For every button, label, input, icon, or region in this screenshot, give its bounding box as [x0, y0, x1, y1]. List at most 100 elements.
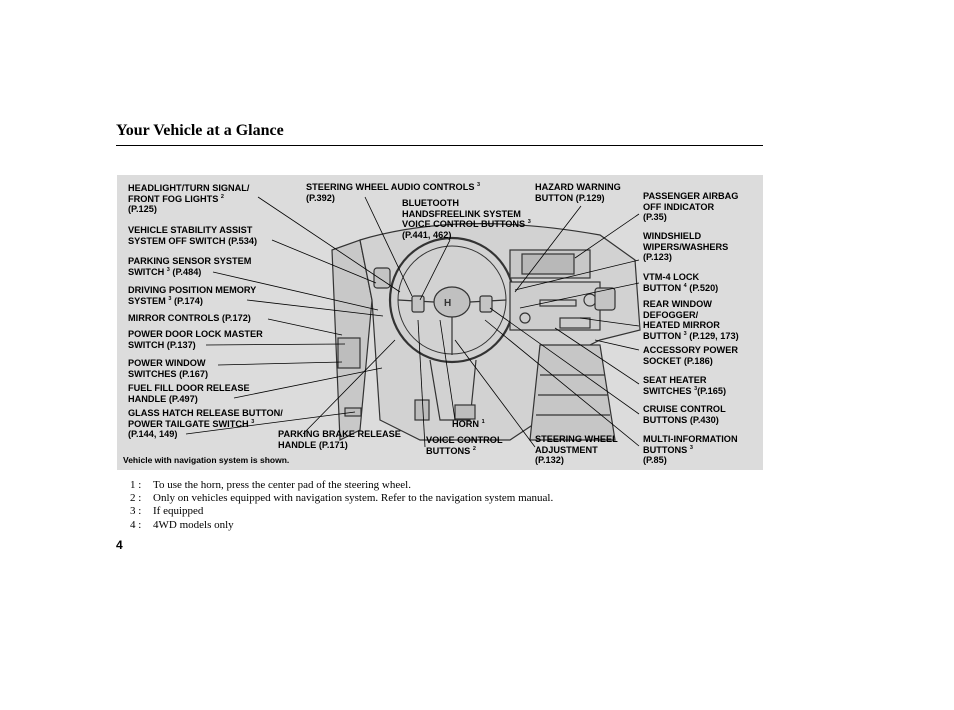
label-line: PARKING BRAKE RELEASE	[278, 429, 401, 439]
label-line: PASSENGER AIRBAG	[643, 191, 739, 201]
label-power-window: POWER WINDOW SWITCHES (P.167)	[128, 358, 208, 379]
label-line: HEADLIGHT/TURN SIGNAL/	[128, 183, 250, 193]
label-line: BUTTON	[643, 330, 682, 341]
label-line: PARKING SENSOR SYSTEM	[128, 256, 252, 266]
label-line: WINDSHIELD	[643, 231, 702, 241]
label-line: BUTTONS	[643, 444, 688, 455]
label-headlight-turn-signal: HEADLIGHT/TURN SIGNAL/ FRONT FOG LIGHTS …	[128, 183, 249, 215]
label-line: HANDLE	[128, 393, 167, 404]
page-reference: (P.497)	[168, 393, 198, 404]
label-line: FRONT FOG LIGHTS	[128, 193, 219, 204]
footnote-marker: 3	[251, 418, 255, 425]
label-glass-hatch: GLASS HATCH RELEASE BUTTON/ POWER TAILGA…	[128, 408, 283, 440]
page-reference: (P.484)	[172, 266, 202, 277]
label-line: SWITCHES	[643, 385, 692, 396]
label-line: FUEL FILL DOOR RELEASE	[128, 383, 250, 393]
label-line: BUTTONS	[426, 445, 471, 456]
page-reference: (P.172)	[221, 313, 251, 323]
footnote-marker: 3	[168, 295, 172, 302]
label-cruise-control: CRUISE CONTROL BUTTONS (P.430)	[643, 404, 726, 425]
footnote-text: Only on vehicles equipped with navigatio…	[153, 492, 554, 504]
label-line: MULTI-INFORMATION	[643, 434, 738, 444]
label-line: BUTTONS	[643, 414, 688, 425]
label-line: SWITCHES	[128, 368, 177, 379]
page-reference: (P.534)	[228, 235, 258, 246]
page-reference: (P.167)	[179, 368, 209, 379]
label-vehicle-stability-assist: VEHICLE STABILITY ASSIST SYSTEM OFF SWIT…	[128, 225, 257, 246]
label-line: GLASS HATCH RELEASE BUTTON/	[128, 408, 283, 418]
footnote-text: To use the horn, press the center pad of…	[153, 479, 411, 491]
label-line: MIRROR CONTROLS	[128, 313, 220, 323]
label-line: HANDSFREELINK SYSTEM	[402, 208, 521, 219]
page-reference: (P.123)	[643, 252, 672, 262]
label-line: VOICE CONTROL	[426, 435, 503, 445]
page-number: 4	[116, 538, 123, 552]
label-hazard-warning: HAZARD WARNING BUTTON (P.129)	[535, 182, 621, 203]
label-line: OFF INDICATOR	[643, 201, 715, 212]
label-line: REAR WINDOW	[643, 299, 712, 309]
label-line: SEAT HEATER	[643, 375, 707, 385]
label-bluetooth: BLUETOOTH HANDSFREELINK SYSTEM VOICE CON…	[402, 198, 531, 240]
footnote-number: 2 :	[130, 492, 142, 504]
page-reference: (P.392)	[306, 192, 335, 203]
page-reference: (P.129)	[575, 192, 605, 203]
page-reference: (P.132)	[535, 455, 564, 465]
label-seat-heater: SEAT HEATER SWITCHES 3(P.165)	[643, 375, 726, 396]
footnote-number: 4 :	[130, 519, 142, 531]
label-rear-window-defogger: REAR WINDOW DEFOGGER/ HEATED MIRROR BUTT…	[643, 299, 739, 341]
label-parking-sensor: PARKING SENSOR SYSTEM SWITCH 3 (P.484)	[128, 256, 251, 277]
footnote-text: If equipped	[153, 505, 204, 517]
label-mirror-controls: MIRROR CONTROLS (P.172)	[128, 313, 251, 324]
page-reference: (P.430)	[689, 414, 719, 425]
label-line: SOCKET	[643, 355, 682, 366]
label-line: DEFOGGER/	[643, 309, 699, 320]
label-voice-control: VOICE CONTROL BUTTONS 2	[426, 435, 503, 456]
label-windshield-wipers: WINDSHIELD WIPERS/WASHERS (P.123)	[643, 231, 728, 263]
page-reference: (P.125)	[128, 204, 157, 214]
label-vtm4-lock: VTM-4 LOCK BUTTON 4 (P.520)	[643, 272, 718, 293]
label-accessory-power: ACCESSORY POWER SOCKET (P.186)	[643, 345, 738, 366]
label-line: SWITCH	[128, 339, 165, 350]
footnote-marker: 2	[220, 193, 224, 200]
page-reference: (P.144, 149)	[128, 429, 178, 439]
footnote-marker: 3	[166, 266, 170, 273]
footnote-marker: 3	[694, 385, 698, 392]
label-line: ACCESSORY POWER	[643, 345, 738, 355]
page-reference: (P.171)	[318, 439, 348, 450]
footnote-number: 1 :	[130, 479, 142, 491]
label-line: POWER WINDOW	[128, 358, 206, 368]
page-reference: (P.35)	[643, 212, 667, 222]
page-title: Your Vehicle at a Glance	[116, 122, 284, 139]
label-line: STEERING WHEEL AUDIO CONTROLS	[306, 182, 475, 192]
label-driving-position-memory: DRIVING POSITION MEMORY SYSTEM 3 (P.174)	[128, 285, 256, 306]
footnote-marker: 1	[481, 418, 485, 425]
footnote: 3 : If equipped	[130, 505, 203, 517]
page-reference: (P.441, 462)	[402, 229, 452, 240]
page-reference: (P.129, 173)	[689, 330, 739, 341]
footnote-text: 4WD models only	[153, 519, 234, 531]
page-reference: (P.165)	[697, 385, 727, 396]
footnote-marker: 3	[689, 444, 693, 451]
page-reference: (P.137)	[166, 339, 196, 350]
label-line: SYSTEM OFF SWITCH	[128, 235, 226, 246]
label-power-door-lock: POWER DOOR LOCK MASTER SWITCH (P.137)	[128, 329, 263, 350]
label-line: DRIVING POSITION MEMORY	[128, 285, 257, 295]
label-line: ADJUSTMENT	[535, 444, 598, 455]
footnote: 1 : To use the horn, press the center pad…	[130, 479, 411, 491]
label-line: VOICE CONTROL BUTTONS	[402, 219, 526, 229]
footnote-marker: 3	[477, 181, 481, 188]
footnote: 2 : Only on vehicles equipped with naviga…	[130, 492, 553, 504]
label-parking-brake: PARKING BRAKE RELEASE HANDLE (P.171)	[278, 429, 401, 450]
footnote-marker: 3	[527, 218, 531, 225]
footnote-number: 3 :	[130, 505, 142, 517]
label-fuel-fill-door: FUEL FILL DOOR RELEASE HANDLE (P.497)	[128, 383, 250, 404]
label-line: SYSTEM	[128, 295, 166, 306]
label-line: STEERING WHEEL	[535, 434, 618, 444]
label-line: HAZARD WARNING	[535, 182, 621, 192]
label-line: VEHICLE STABILITY ASSIST	[128, 225, 253, 235]
label-line: CRUISE CONTROL	[643, 404, 726, 414]
page-reference: (P.186)	[683, 355, 713, 366]
label-multi-information: MULTI-INFORMATION BUTTONS 3 (P.85)	[643, 434, 738, 466]
svg-text:H: H	[444, 298, 451, 309]
